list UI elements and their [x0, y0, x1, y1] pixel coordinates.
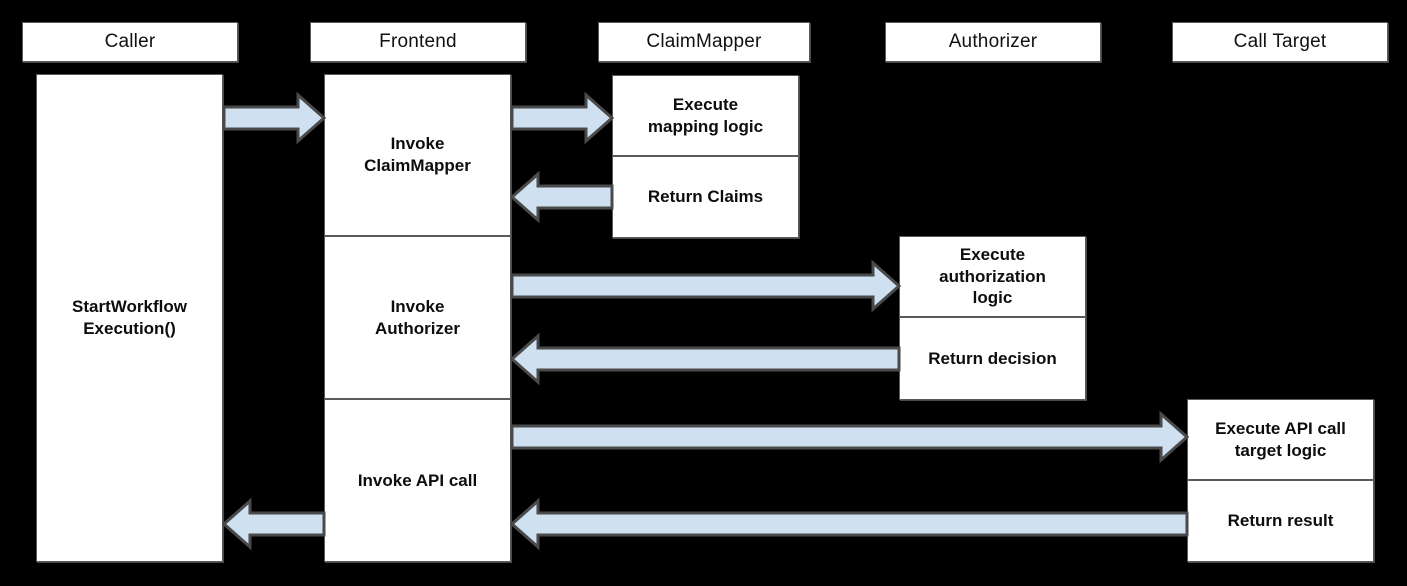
- message-arrow-m1-right: [224, 95, 324, 141]
- message-arrow-m7-left: [512, 501, 1187, 547]
- message-arrow-m6-right: [512, 414, 1187, 460]
- activation-fe-invoke-auth: Invoke Authorizer: [324, 236, 511, 399]
- activation-cm-return-claims: Return Claims: [612, 156, 799, 238]
- activation-cm-execute-mapping: Execute mapping logic: [612, 75, 799, 156]
- lane-header-caller: Caller: [22, 22, 238, 62]
- lane-header-label: Caller: [104, 31, 156, 52]
- activation-label: Return decision: [928, 348, 1057, 368]
- activation-fe-invoke-mapper: Invoke ClaimMapper: [324, 74, 511, 236]
- activation-caller-start: StartWorkflow Execution(): [36, 74, 223, 562]
- message-arrow-m3-left: [512, 174, 612, 220]
- lane-header-label: ClaimMapper: [646, 31, 762, 52]
- lane-header-label: Authorizer: [948, 31, 1038, 52]
- lane-header-claimmapper: ClaimMapper: [598, 22, 810, 62]
- lane-header-authorizer: Authorizer: [885, 22, 1101, 62]
- activation-label: Execute API call target logic: [1215, 418, 1346, 460]
- activation-label: Invoke ClaimMapper: [364, 134, 471, 175]
- message-arrow-m2-right: [512, 95, 612, 141]
- message-arrow-m8-left: [224, 501, 324, 547]
- lane-header-frontend: Frontend: [310, 22, 526, 62]
- activation-label: Return Claims: [647, 187, 764, 207]
- activation-az-execute-auth: Execute authorization logic: [899, 236, 1086, 317]
- activation-az-return-decision: Return decision: [899, 317, 1086, 400]
- activation-ct-return-result: Return result: [1187, 480, 1374, 562]
- activation-ct-execute-api: Execute API call target logic: [1187, 399, 1374, 480]
- lane-header-label: Frontend: [379, 31, 457, 52]
- message-arrow-m5-left: [512, 336, 899, 382]
- activation-label: Invoke API call: [357, 470, 478, 490]
- message-arrow-m4-right: [512, 263, 899, 309]
- activation-label: Invoke Authorizer: [375, 296, 460, 338]
- activation-label: Return result: [1227, 511, 1334, 531]
- lane-header-calltarget: Call Target: [1172, 22, 1388, 62]
- activation-label: StartWorkflow Execution(): [72, 297, 187, 338]
- activation-fe-invoke-api: Invoke API call: [324, 399, 511, 562]
- activation-label: Execute mapping logic: [647, 94, 764, 136]
- activation-label: Execute authorization logic: [939, 244, 1046, 308]
- lane-header-label: Call Target: [1233, 31, 1327, 52]
